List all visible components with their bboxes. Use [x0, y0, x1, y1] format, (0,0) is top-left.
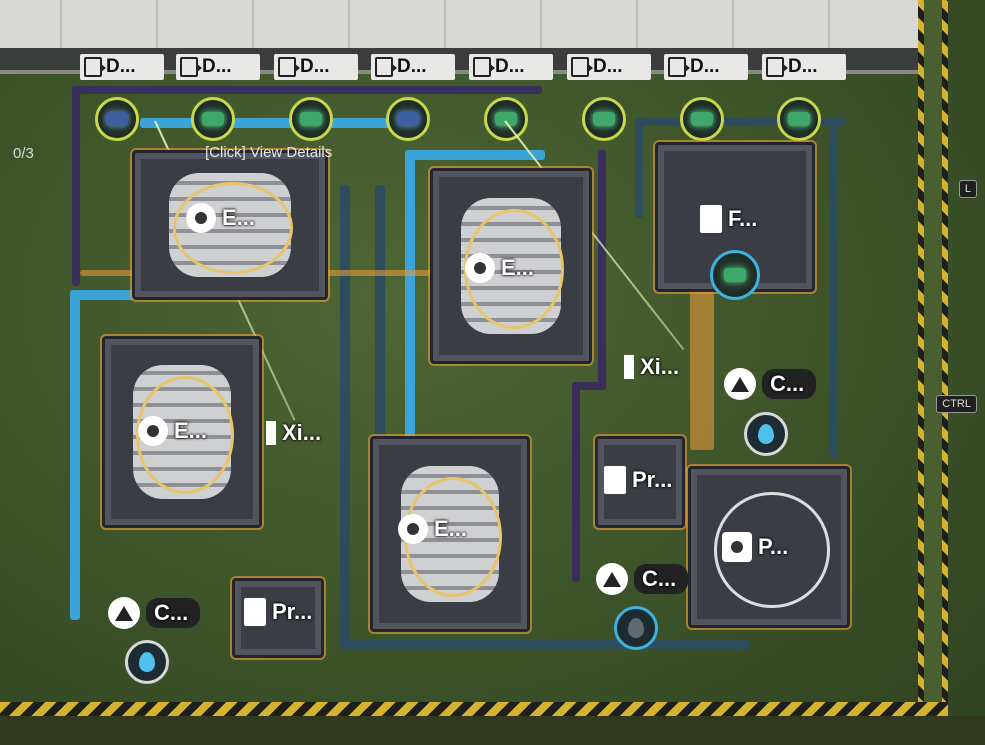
water-pipe-left [70, 290, 80, 620]
machine-e3[interactable] [102, 336, 262, 528]
water-pipe-mid-top [405, 150, 545, 160]
label-e1: E... [186, 203, 255, 233]
triangle-icon [724, 368, 756, 400]
hazard-stripe-bottom [0, 702, 948, 716]
pillar-icon [624, 355, 634, 379]
grass-strip [924, 0, 942, 724]
key-hint-l: L [958, 180, 977, 198]
label-e2: E... [465, 253, 534, 283]
input-node-1[interactable] [95, 97, 139, 141]
pipe-top-right [635, 118, 845, 126]
input-node-8[interactable] [777, 97, 821, 141]
depot-tag-2[interactable]: D... [176, 54, 260, 80]
storage-icon [604, 466, 626, 494]
pipe-right-down [635, 118, 643, 218]
ground-edge [0, 716, 985, 745]
water-pipe-left-top [70, 290, 140, 300]
water-drop-node-3[interactable] [614, 606, 658, 650]
label-e4: E... [398, 514, 467, 544]
pipe-right-edge [830, 118, 838, 458]
input-node-4[interactable] [386, 97, 430, 141]
label-pr1: Pr... [604, 466, 672, 494]
water-pipe-mid [405, 150, 415, 440]
fan-icon [465, 253, 495, 283]
storage-icon [700, 205, 722, 233]
depot-tag-5[interactable]: D... [469, 54, 553, 80]
depot-tag-1[interactable]: D... [80, 54, 164, 80]
depot-tag-3[interactable]: D... [274, 54, 358, 80]
output-node-f[interactable] [710, 250, 760, 300]
unit-xi-2[interactable]: Xi... [624, 354, 679, 380]
document-arrow-icon [668, 57, 690, 77]
pipe-center [340, 185, 350, 645]
unit-c-2[interactable]: C... [724, 368, 817, 400]
input-node-3[interactable] [289, 97, 333, 141]
machine-p1[interactable] [688, 466, 850, 628]
input-node-6[interactable] [582, 97, 626, 141]
label-f1: F... [700, 205, 757, 233]
document-arrow-icon [180, 57, 202, 77]
water-drop-icon [628, 618, 644, 638]
water-drop-node-1[interactable] [125, 640, 169, 684]
belt-right-2 [572, 382, 606, 390]
water-drop-icon [139, 652, 155, 672]
triangle-icon [108, 597, 140, 629]
input-node-5[interactable] [484, 97, 528, 141]
label-pr2: Pr... [244, 598, 312, 626]
document-arrow-icon [473, 57, 495, 77]
label-e3: E... [138, 416, 207, 446]
depot-tag-4[interactable]: D... [371, 54, 455, 80]
belt-orange-h [80, 270, 580, 276]
depot-tag-8[interactable]: D... [762, 54, 846, 80]
pipe-center-2 [375, 185, 385, 445]
fan-icon [138, 416, 168, 446]
water-drop-icon [758, 424, 774, 444]
fan-icon [186, 203, 216, 233]
unit-c-3[interactable]: C... [596, 563, 689, 595]
water-pipe-top [140, 118, 400, 128]
view-details-hint: [Click] View Details [205, 144, 333, 161]
pipe-bottom [340, 640, 750, 650]
water-drop-node-2[interactable] [744, 412, 788, 456]
document-arrow-icon [278, 57, 300, 77]
input-node-7[interactable] [680, 97, 724, 141]
document-arrow-icon [84, 57, 106, 77]
chevrons-icon [722, 532, 752, 562]
objective-counter: 0/3 [13, 145, 34, 162]
input-node-2[interactable] [191, 97, 235, 141]
machine-e4[interactable] [370, 436, 530, 632]
pillar-icon [266, 421, 276, 445]
belt-orange [690, 290, 714, 450]
document-arrow-icon [766, 57, 788, 77]
fan-icon [398, 514, 428, 544]
triangle-icon [596, 563, 628, 595]
belt-top [72, 86, 542, 94]
document-arrow-icon [375, 57, 397, 77]
label-p1: P... [722, 532, 788, 562]
storage-icon [244, 598, 266, 626]
machine-e2[interactable] [430, 168, 592, 364]
belt-right-3 [572, 382, 580, 582]
unit-c-1[interactable]: C... [108, 597, 201, 629]
belt-left [72, 86, 80, 286]
depot-tag-7[interactable]: D... [664, 54, 748, 80]
key-hint-ctrl: CTRL [936, 395, 977, 413]
unit-xi-1[interactable]: Xi... [266, 420, 321, 446]
belt-right [598, 150, 606, 390]
document-arrow-icon [571, 57, 593, 77]
depot-tag-6[interactable]: D... [567, 54, 651, 80]
